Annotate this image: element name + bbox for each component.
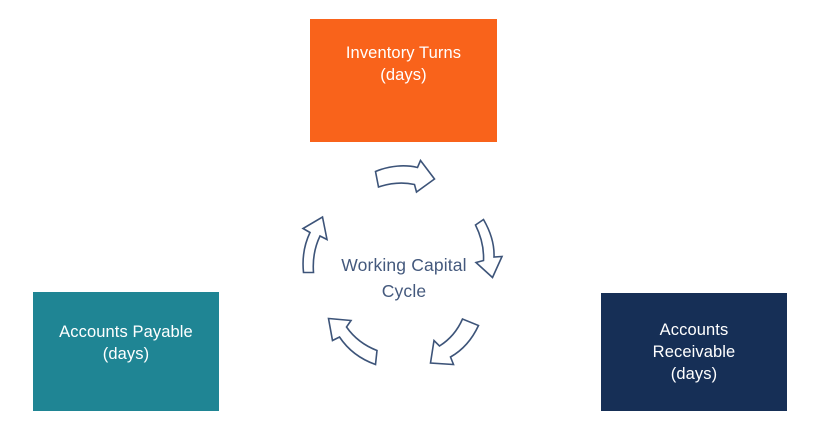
cycle-label-line-2: Cycle <box>381 281 427 301</box>
curved-arrow-down-left-icon <box>429 317 480 366</box>
node-accounts-payable[interactable]: Accounts Payable (days) <box>33 292 219 411</box>
curved-arrow-right-icon <box>374 158 436 194</box>
node-inventory-turns-line-2: (days) <box>380 65 427 84</box>
node-accounts-receivable-line-2: Receivable <box>652 343 736 361</box>
node-inventory-turns[interactable]: Inventory Turns (days) <box>310 19 497 142</box>
working-capital-cycle-label: Working Capital Cycle <box>318 252 490 304</box>
node-accounts-payable-line-2: (days) <box>102 344 150 363</box>
node-accounts-receivable-line-1: Accounts <box>659 321 729 339</box>
curved-arrow-up-left-icon <box>327 317 378 366</box>
node-accounts-receivable-line-3: (days) <box>670 365 718 383</box>
node-accounts-payable-line-1: Accounts Payable <box>59 322 193 341</box>
curved-arrow-up-icon <box>301 215 329 274</box>
node-accounts-receivable[interactable]: Accounts Receivable (days) <box>601 293 787 411</box>
cycle-label-line-1: Working Capital <box>341 255 467 275</box>
curved-arrow-down-icon <box>474 218 504 279</box>
node-inventory-turns-line-1: Inventory Turns <box>345 43 462 62</box>
